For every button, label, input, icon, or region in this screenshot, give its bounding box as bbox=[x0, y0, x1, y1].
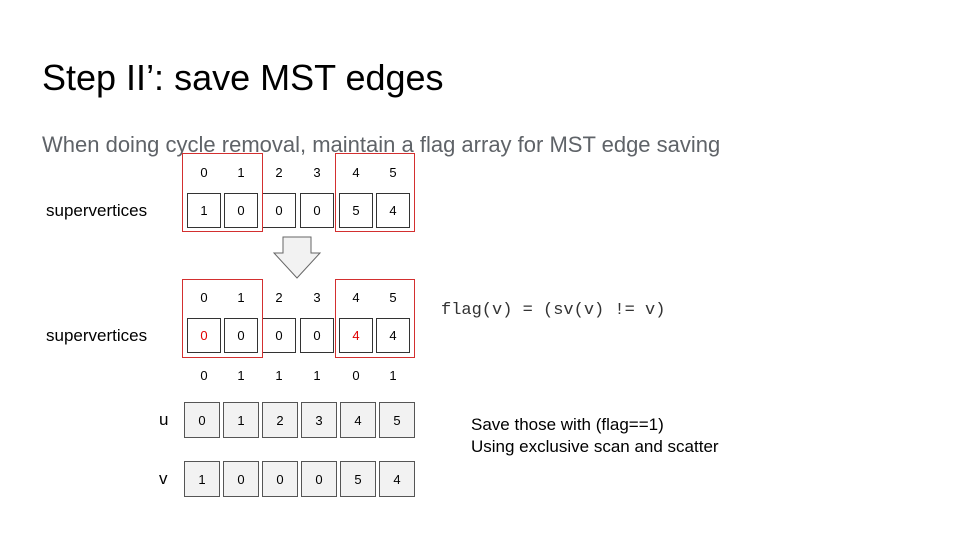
v-cell: 4 bbox=[379, 461, 415, 497]
array-cell: 0 bbox=[262, 193, 296, 228]
index-label: 2 bbox=[275, 165, 283, 180]
v-cell: 5 bbox=[340, 461, 376, 497]
v-cell: 0 bbox=[262, 461, 298, 497]
flag-value: 1 bbox=[313, 368, 321, 383]
index-label: 3 bbox=[313, 165, 321, 180]
cycle-highlight-box bbox=[182, 279, 263, 358]
index-label: 0 bbox=[200, 165, 208, 180]
array-cell: 4 bbox=[376, 318, 410, 353]
array-cell: 5 bbox=[339, 193, 373, 228]
flag-value: 0 bbox=[352, 368, 360, 383]
index-label: 2 bbox=[275, 290, 283, 305]
u-label: u bbox=[159, 410, 169, 429]
array-cell: 0 bbox=[224, 318, 258, 353]
array-cell-changed: 4 bbox=[339, 318, 373, 353]
u-cell: 0 bbox=[184, 402, 220, 438]
supervertices-label: supervertices bbox=[46, 201, 148, 220]
cycle-highlight-box bbox=[182, 153, 263, 232]
u-cell: 2 bbox=[262, 402, 298, 438]
v-label: v bbox=[159, 469, 168, 488]
flag-value: 1 bbox=[275, 368, 283, 383]
flag-value: 1 bbox=[389, 368, 397, 383]
array-cell: 0 bbox=[262, 318, 296, 353]
v-cell: 0 bbox=[301, 461, 337, 497]
note-line: Save those with (flag==1) bbox=[471, 415, 664, 434]
down-arrow-icon bbox=[272, 236, 322, 279]
u-cell: 5 bbox=[379, 402, 415, 438]
cycle-highlight-box bbox=[335, 153, 415, 232]
note-line: Using exclusive scan and scatter bbox=[471, 437, 719, 456]
u-cell: 4 bbox=[340, 402, 376, 438]
index-label: 5 bbox=[389, 290, 397, 305]
index-label: 1 bbox=[237, 165, 245, 180]
index-label: 3 bbox=[313, 290, 321, 305]
array-cell: 1 bbox=[187, 193, 221, 228]
index-label: 4 bbox=[352, 165, 360, 180]
flag-value: 0 bbox=[200, 368, 208, 383]
array-cell-changed: 0 bbox=[187, 318, 221, 353]
array-cell: 0 bbox=[300, 193, 334, 228]
v-cell: 1 bbox=[184, 461, 220, 497]
index-label: 0 bbox=[200, 290, 208, 305]
flag-formula: flag(v) = (sv(v) != v) bbox=[441, 301, 666, 320]
array-cell: 4 bbox=[376, 193, 410, 228]
array-cell: 0 bbox=[300, 318, 334, 353]
array-cell: 0 bbox=[224, 193, 258, 228]
v-cell: 0 bbox=[223, 461, 259, 497]
index-label: 5 bbox=[389, 165, 397, 180]
u-cell: 3 bbox=[301, 402, 337, 438]
flag-value: 1 bbox=[237, 368, 245, 383]
slide-subtitle: When doing cycle removal, maintain a fla… bbox=[42, 132, 721, 157]
index-label: 1 bbox=[237, 290, 245, 305]
cycle-highlight-box bbox=[335, 279, 415, 358]
supervertices-label: supervertices bbox=[46, 326, 148, 345]
slide-title: Step II’: save MST edges bbox=[42, 57, 444, 98]
index-label: 4 bbox=[352, 290, 360, 305]
u-cell: 1 bbox=[223, 402, 259, 438]
